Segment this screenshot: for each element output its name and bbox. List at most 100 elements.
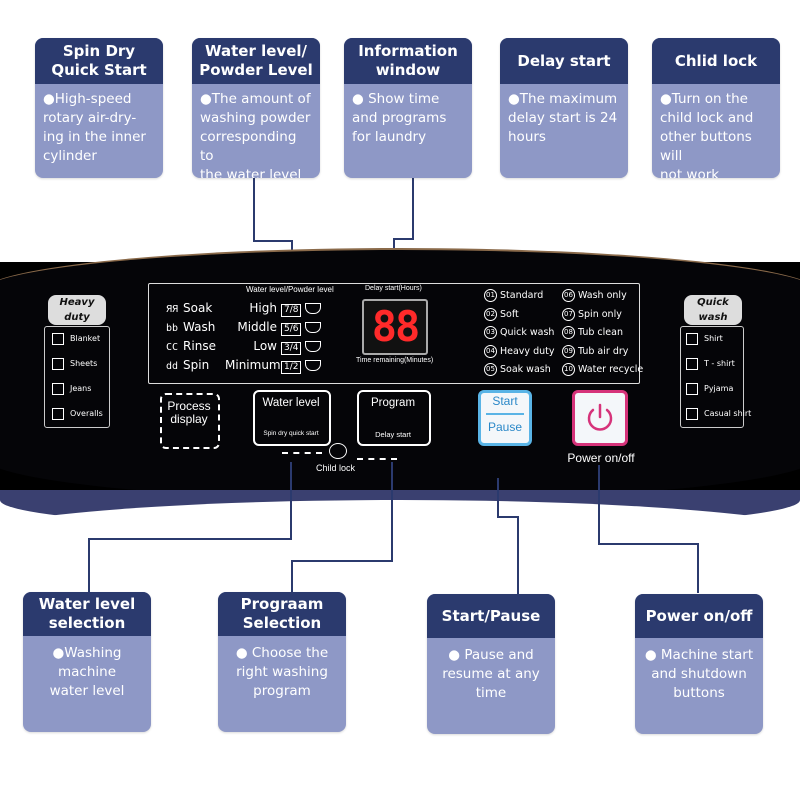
child-lock-card-title: Chlid lock (652, 38, 780, 84)
power-label: Power on/off (567, 451, 635, 465)
program-number: 09 (562, 344, 575, 358)
info-window-frame (148, 283, 640, 384)
connector-water-level (290, 462, 292, 540)
clothing-icon (52, 407, 64, 420)
info-display: 88 (362, 299, 428, 355)
program-button[interactable] (357, 390, 431, 446)
water-level-button[interactable] (253, 390, 331, 446)
program-name: Water recycle (578, 364, 644, 375)
connector-start-h (497, 516, 519, 518)
info-window-card-title: Information window (344, 38, 472, 84)
clothing-icon (686, 332, 698, 345)
water-level-header: Water level/Powder level (246, 285, 334, 294)
connector-water-level-v (88, 538, 90, 592)
start-label: Start (492, 394, 518, 408)
heavy-duty-item: Jeans (52, 382, 108, 407)
start-pause-card-title: Start/Pause (427, 594, 555, 638)
heavy-duty-item: Overalls (52, 407, 108, 432)
water-level-selection-card-title: Water level selection (23, 592, 151, 636)
stage-code: bb (166, 323, 179, 334)
powder-cup-icon (305, 341, 322, 352)
water-level-name: Middle (237, 320, 277, 334)
program-number: 01 (484, 289, 497, 302)
connector-program-h (291, 560, 393, 562)
quick-wash-item-label: Shirt (704, 334, 723, 343)
delay-start-card: Delay start●The maximum delay start is 2… (500, 38, 628, 178)
stage-item: dd Spin (166, 357, 236, 376)
program-number: 03 (484, 326, 497, 339)
child-lock-dash-left (282, 452, 322, 454)
quick-wash-box (680, 326, 744, 428)
connector-program-v (291, 560, 293, 592)
connector-info-h (393, 238, 414, 240)
program-name: Standard (500, 290, 544, 301)
clothing-icon (686, 357, 698, 370)
water-level-button-label: Water level (262, 397, 320, 409)
start-pause-divider (486, 413, 524, 415)
connector-program (391, 462, 393, 562)
heavy-duty-item: Blanket (52, 332, 108, 357)
program-number: 08 (562, 326, 575, 339)
program-name: Tub air dry (578, 345, 629, 357)
start-pause-button[interactable] (478, 390, 532, 446)
water-level-selection-card-text: ●Washing machine water level (49, 645, 125, 699)
water-level-card-title: Water level/ Powder Level (192, 38, 320, 84)
child-lock-card: Chlid lock ●Turn on the child lock and ot… (652, 38, 780, 178)
program-selection-card: Prograam Selection● Choose the right was… (218, 592, 346, 732)
heavy-duty-item-label: Overalls (70, 409, 103, 418)
powder-cup-icon (305, 360, 322, 371)
spin-dry-card-text: ●High-speed rotary air-dry- ing in the i… (43, 91, 146, 164)
process-display-box (160, 393, 220, 449)
program-name: Wash only (578, 290, 627, 301)
power-card: Power on/off● Machine start and shutdown… (635, 594, 763, 734)
power-button[interactable] (572, 390, 628, 446)
quick-wash-item-label: T - shirt (704, 359, 735, 368)
connector-info (412, 178, 414, 240)
water-level-name: Minimum (225, 358, 281, 372)
water-level-ratio: 7/8 (281, 304, 302, 317)
connector-water-level-h (88, 538, 292, 540)
child-lock-card-text: ●Turn on the child lock and other button… (660, 91, 754, 178)
heavy-duty-tag: Heavy duty (48, 295, 106, 325)
spin-dry-quick-start-label: Spin dry quick start (263, 430, 319, 437)
stage-code: ЯЯ (166, 304, 179, 315)
clothing-icon (686, 382, 698, 395)
powder-cup-icon (305, 322, 322, 333)
heavy-duty-item-label: Blanket (70, 334, 101, 343)
connector-start (497, 478, 499, 518)
water-level-ratio: 1/2 (281, 361, 302, 374)
program-name: Spin only (578, 308, 622, 320)
quick-wash-tag: Quick wash (684, 295, 742, 325)
stage-label: Rinse (183, 339, 216, 353)
child-lock-icon (329, 443, 347, 459)
child-lock-dash-right (357, 458, 397, 460)
spin-dry-card-title: Spin Dry Quick Start (35, 38, 163, 84)
heavy-duty-item-label: Jeans (70, 384, 92, 393)
start-pause-card: Start/Pause● Pause and resume at any tim… (427, 594, 555, 734)
panel-curve-white (0, 500, 800, 580)
program-button-label: Program (370, 397, 416, 409)
stage-code: dd (166, 361, 179, 372)
power-card-text: ● Machine start and shutdown buttons (644, 647, 754, 701)
spin-dry-card: Spin Dry Quick Start ●High-speed rotary a… (35, 38, 163, 178)
heavy-duty-item-label: Sheets (70, 359, 98, 368)
water-level-card: Water level/ Powder Level●The amount of … (192, 38, 320, 178)
program-number: 04 (484, 344, 497, 358)
stage-label: Spin (183, 358, 210, 372)
